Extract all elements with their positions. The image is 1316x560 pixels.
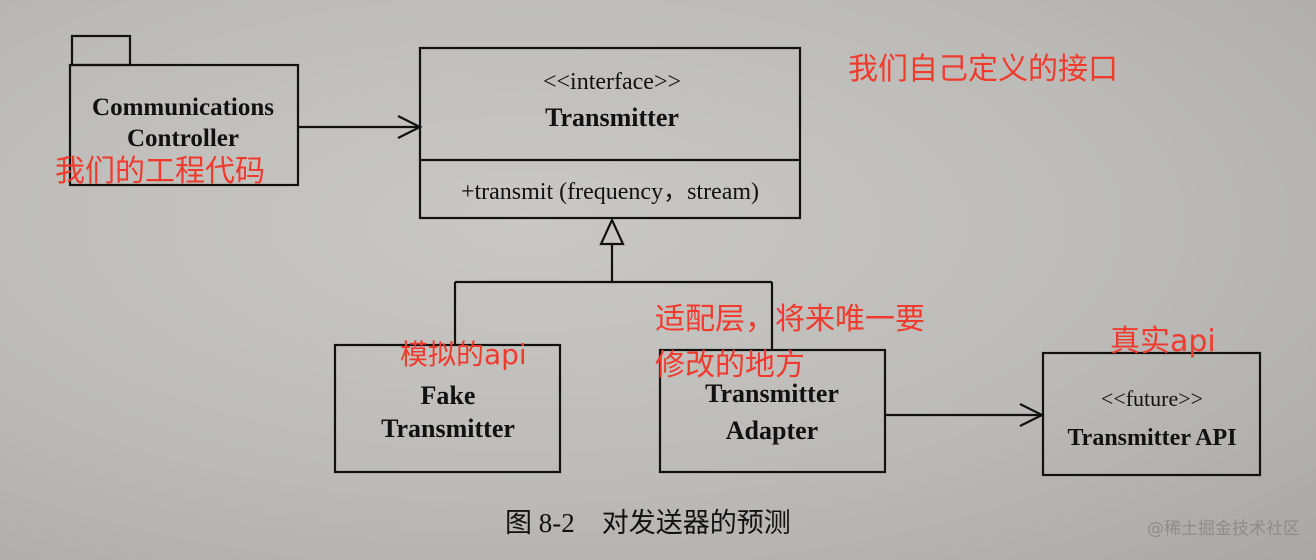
arrowhead-icon [1019,403,1045,427]
fake-name-line2: Transmitter [381,414,515,443]
transmitter-api-box [1041,351,1262,477]
annotation-adapter-line1: 适配层，将来唯一要 [655,302,925,337]
interface-stereotype: <<interface>> [543,69,681,95]
arrowhead-icon [397,115,423,139]
interface-transmitter-box [418,46,802,220]
annotation-our-code: 我们的工程代码 [55,154,265,189]
annotation-fake-api: 模拟的api [400,338,527,371]
future-name: Transmitter API [1067,425,1236,451]
fake-transmitter-box [333,343,562,474]
realization-triangle-icon [599,217,625,246]
fake-name-line1: Fake [421,381,476,410]
adapter-name-line2: Adapter [726,416,818,445]
adapter-name-line1: Transmitter [705,379,839,408]
transmitter-adapter-box [658,348,887,474]
package-communications-controller [68,63,300,187]
package-tab [70,34,132,67]
watermark: @稀土掘金技术社区 [1147,519,1300,539]
package-name-line1: Communications [92,94,274,121]
annotation-real-api: 真实api [1110,324,1216,359]
future-stereotype: <<future>> [1101,386,1203,411]
annotation-adapter-line2: 修改的地方 [655,348,805,383]
figure-caption: 图 8-2 对发送器的预测 [505,508,791,538]
package-name-line2: Controller [127,125,239,152]
interface-operation: +transmit (frequency，stream) [461,179,759,205]
interface-name: Transmitter [545,103,679,132]
annotation-our-interface: 我们自己定义的接口 [848,52,1118,87]
